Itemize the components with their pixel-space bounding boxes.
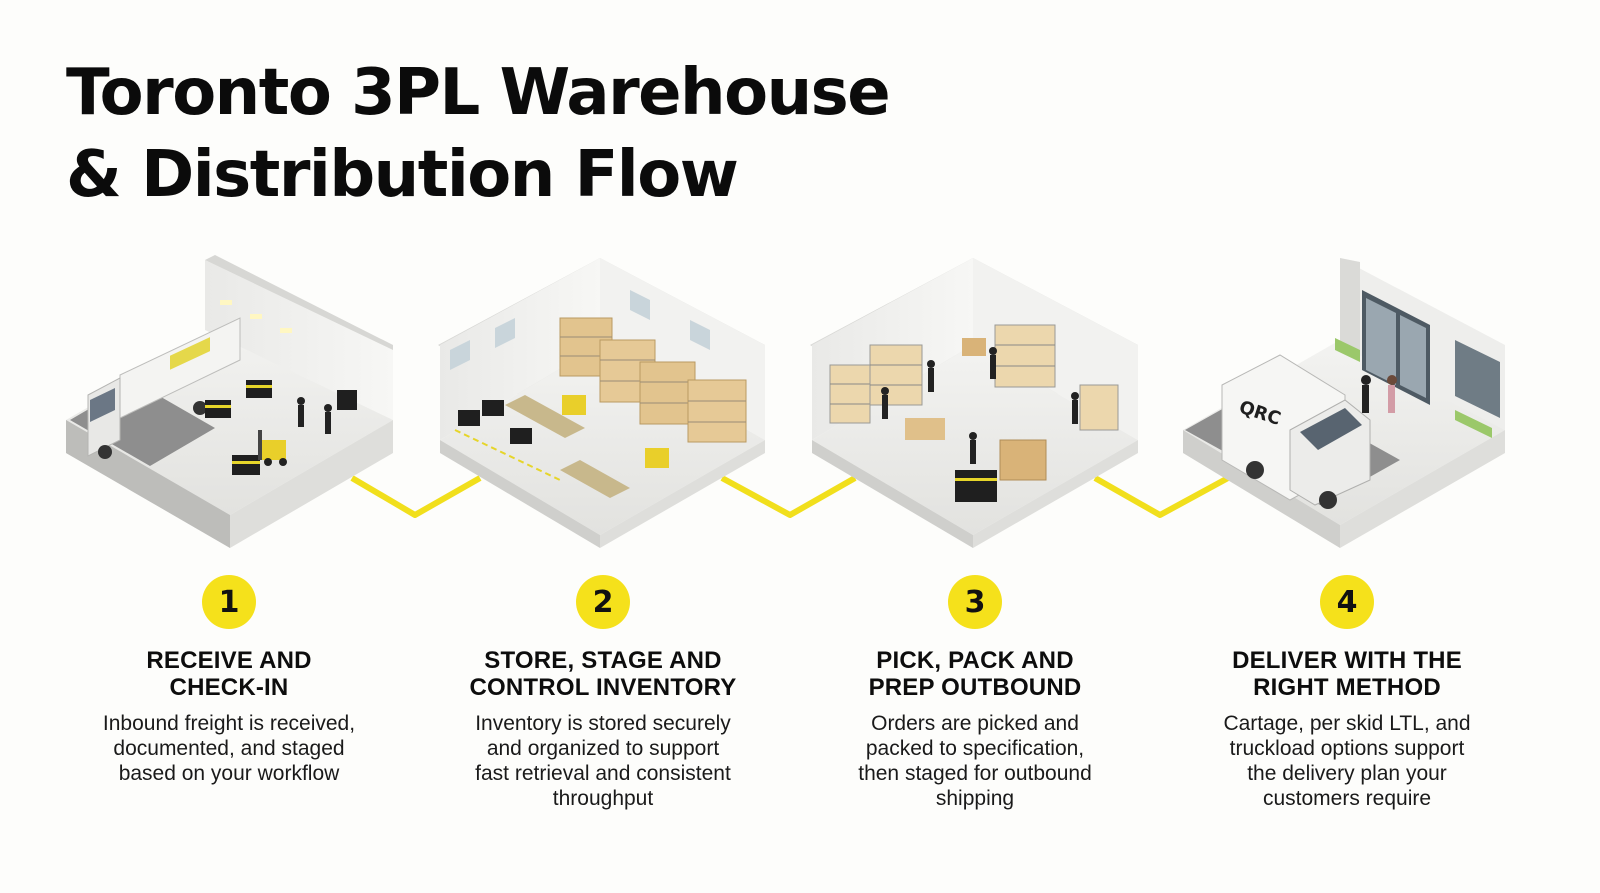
step-description-line: the delivery plan your xyxy=(1247,762,1447,785)
step-description-line: based on your workflow xyxy=(118,762,340,785)
step-heading-line: RECEIVE AND xyxy=(146,647,312,674)
process-steps: 1 RECEIVE AND CHECK-IN Inbound freight i… xyxy=(0,575,1600,875)
worker-icon xyxy=(881,347,1079,464)
rack-icon xyxy=(559,317,747,443)
step-description-line: Inventory is stored securely xyxy=(475,712,731,735)
step-4: 4 DELIVER WITH THE RIGHT METHOD Cartage,… xyxy=(1177,575,1517,811)
flow-connector-2-3 xyxy=(720,475,857,518)
step-heading-line: CONTROL INVENTORY xyxy=(469,674,737,701)
pallet-icon xyxy=(458,400,532,444)
step-heading: STORE, STAGE AND CONTROL INVENTORY xyxy=(433,647,773,701)
shelf-icon xyxy=(829,324,1119,431)
step-heading-line: PICK, PACK AND xyxy=(876,647,1074,674)
box-icon xyxy=(905,338,1047,481)
worker-icon xyxy=(1361,375,1397,413)
step-number-badge: 2 xyxy=(576,575,630,629)
truck-icon xyxy=(87,317,241,459)
step-description-line: Cartage, per skid LTL, and xyxy=(1223,712,1471,735)
step-number-badge: 3 xyxy=(948,575,1002,629)
title-line-2: & Distribution Flow xyxy=(66,138,739,212)
step-description-line: truckload options support xyxy=(1229,737,1465,760)
step-heading: RECEIVE AND CHECK-IN xyxy=(59,647,399,701)
step-description: Inventory is stored securely and organiz… xyxy=(433,711,773,811)
step-description-line: Inbound freight is received, xyxy=(102,712,356,735)
step-description-line: customers require xyxy=(1262,787,1432,810)
page-title: Toronto 3PL Warehouse & Distribution Flo… xyxy=(66,52,891,216)
step-1: 1 RECEIVE AND CHECK-IN Inbound freight i… xyxy=(59,575,399,786)
flow-connector-3-4 xyxy=(1093,475,1230,518)
van-icon: QRC xyxy=(1221,354,1371,509)
worker-icon xyxy=(297,397,332,434)
pallet-icon xyxy=(955,470,997,502)
step-description-line: and organized to support xyxy=(486,737,720,760)
pick-pack-scene xyxy=(810,258,1138,548)
step-heading-line: RIGHT METHOD xyxy=(1253,674,1441,701)
forklift-icon xyxy=(258,430,287,466)
step-2: 2 STORE, STAGE AND CONTROL INVENTORY Inv… xyxy=(433,575,773,811)
step-description-line: fast retrieval and consistent xyxy=(475,762,731,785)
truck-dock-scene xyxy=(66,255,393,548)
title-line-1: Toronto 3PL Warehouse xyxy=(66,56,891,130)
flow-connector-1-2 xyxy=(350,475,482,518)
step-description-line: Orders are picked and xyxy=(871,712,1079,735)
pallet-icon xyxy=(205,380,357,475)
step-heading: DELIVER WITH THE RIGHT METHOD xyxy=(1177,647,1517,701)
step-heading: PICK, PACK AND PREP OUTBOUND xyxy=(805,647,1145,701)
step-number-badge: 4 xyxy=(1320,575,1374,629)
step-description-line: then staged for outbound xyxy=(858,762,1092,785)
step-description-line: shipping xyxy=(935,787,1015,810)
step-description-line: packed to specification, xyxy=(865,737,1085,760)
step-description: Orders are picked and packed to specific… xyxy=(805,711,1145,811)
step-3: 3 PICK, PACK AND PREP OUTBOUND Orders ar… xyxy=(805,575,1145,811)
storage-racks-scene xyxy=(438,258,765,548)
step-description-line: documented, and staged xyxy=(113,737,345,760)
step-heading-line: PREP OUTBOUND xyxy=(868,674,1082,701)
step-number-badge: 1 xyxy=(202,575,256,629)
warehouse-flow-illustration: QRC xyxy=(66,255,1505,548)
forklift-icon xyxy=(562,395,669,468)
step-heading-line: DELIVER WITH THE xyxy=(1232,647,1462,674)
step-description-line: throughput xyxy=(552,787,654,810)
step-heading-line: CHECK-IN xyxy=(169,674,289,701)
step-heading-line: STORE, STAGE AND xyxy=(484,647,722,674)
step-description: Cartage, per skid LTL, and truckload opt… xyxy=(1177,711,1517,811)
step-description: Inbound freight is received, documented,… xyxy=(59,711,399,786)
conveyor-icon xyxy=(505,395,630,498)
delivery-van-scene: QRC xyxy=(1183,258,1505,548)
storefront-window-icon xyxy=(1335,290,1500,438)
